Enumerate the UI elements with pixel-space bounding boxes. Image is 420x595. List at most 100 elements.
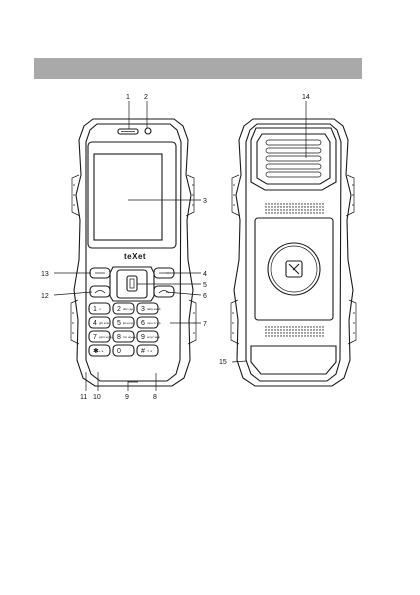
callout-8: 8: [153, 394, 157, 401]
grill-dot: [298, 335, 300, 337]
keypad-key-outline: [112, 330, 135, 343]
grill-dot: [304, 329, 306, 331]
callout-6: 6: [203, 293, 207, 300]
grill-dot: [286, 203, 288, 205]
keypad-key-0[interactable]: 1∞: [88, 302, 111, 315]
grill-dot: [307, 203, 309, 205]
grill-dot: [265, 332, 267, 334]
grill-dot: [268, 332, 270, 334]
grill-dot: [295, 326, 297, 328]
grill-dot: [274, 206, 276, 208]
grill-dot: [274, 335, 276, 337]
keypad-key-label: 0: [117, 348, 121, 355]
keypad-key-11[interactable]: #⇧ ⌀: [136, 344, 159, 357]
grill-dot: [313, 332, 315, 334]
grill-dot: [271, 209, 273, 211]
callout-1: 1: [126, 94, 130, 101]
brand-logo: teXet: [124, 252, 146, 261]
grill-dot: [319, 329, 321, 331]
grill-dot: [265, 203, 267, 205]
keypad-key-outline: [112, 344, 135, 357]
grill-dot: [268, 335, 270, 337]
callout-7: 7: [203, 321, 207, 328]
grill-dot: [298, 326, 300, 328]
grill-dot: [265, 209, 267, 211]
grill-dot: [316, 206, 318, 208]
grill-dot: [307, 212, 309, 214]
keypad-key-label: 3: [141, 306, 145, 313]
grill-dot: [298, 212, 300, 214]
grill-dot: [295, 335, 297, 337]
keypad-key-label: 8: [117, 334, 121, 341]
grill-dot: [277, 212, 279, 214]
grill-dot: [289, 332, 291, 334]
grill-dot: [301, 332, 303, 334]
grill-dot: [301, 206, 303, 208]
grill-dot: [286, 335, 288, 337]
grill-dot: [310, 212, 312, 214]
callout-2: 2: [144, 94, 148, 101]
keypad-key-10[interactable]: 0: [112, 344, 135, 357]
grill-dot: [298, 209, 300, 211]
grill-dot: [307, 332, 309, 334]
grill-dot: [268, 206, 270, 208]
grill-dot: [316, 329, 318, 331]
grill-dot: [283, 326, 285, 328]
grill-dot: [304, 332, 306, 334]
grill-dot: [280, 206, 282, 208]
grill-dot: [322, 206, 324, 208]
grill-dot: [286, 212, 288, 214]
grill-dot: [271, 332, 273, 334]
callout-15: 15: [219, 359, 227, 366]
grill-dot: [304, 335, 306, 337]
grill-dot: [265, 329, 267, 331]
grill-dot: [277, 329, 279, 331]
grill-dot: [301, 203, 303, 205]
section-header-bar: [34, 58, 362, 79]
grill-dot: [283, 203, 285, 205]
keypad-key-sublabel: jkl нопр: [122, 321, 134, 325]
grill-dot: [304, 209, 306, 211]
grill-dot: [271, 212, 273, 214]
grill-dot: [322, 326, 324, 328]
keypad-key-label: 9: [141, 334, 145, 341]
keypad-key-9[interactable]: ✱+ a: [88, 344, 111, 357]
keypad-key-outline: [112, 316, 135, 329]
grill-dot: [277, 203, 279, 205]
grill-dot: [316, 203, 318, 205]
grill-dot: [310, 209, 312, 211]
grill-dot: [274, 332, 276, 334]
grill-dot: [268, 329, 270, 331]
grill-dot: [322, 203, 324, 205]
phone-back: [230, 118, 357, 387]
grill-dot: [277, 335, 279, 337]
grill-dot: [316, 212, 318, 214]
grill-dot: [283, 209, 285, 211]
grill-dot: [277, 209, 279, 211]
grill-dot: [313, 206, 315, 208]
callout-11: 11: [80, 394, 87, 401]
grill-dot: [289, 206, 291, 208]
grill-dot: [292, 209, 294, 211]
grill-dot: [307, 329, 309, 331]
grill-dot: [310, 329, 312, 331]
keypad-key-sublabel: defg жзий: [147, 307, 161, 311]
grill-dot: [319, 335, 321, 337]
keypad-key-outline: [136, 302, 159, 315]
grill-dot: [277, 206, 279, 208]
grill-dot: [274, 209, 276, 211]
grill-dot: [271, 329, 273, 331]
grill-dot: [265, 335, 267, 337]
grill-dot: [307, 335, 309, 337]
grill-dot: [286, 329, 288, 331]
grill-dot: [268, 209, 270, 211]
